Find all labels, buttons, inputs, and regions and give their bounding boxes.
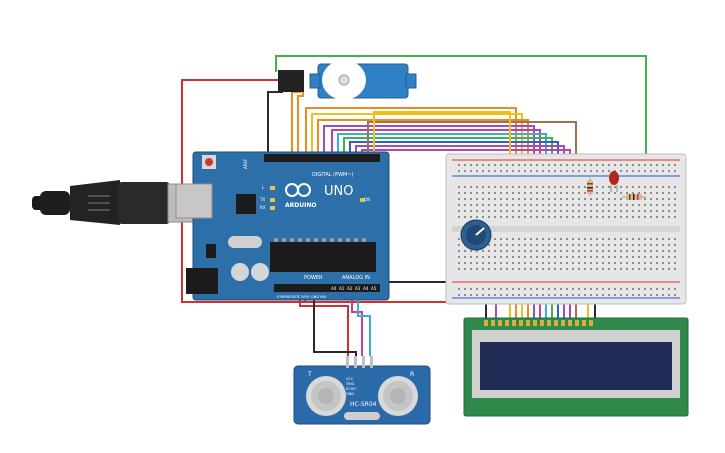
digital-header [264, 154, 380, 162]
aref-label: AREF [243, 158, 248, 169]
pin-a0-label: A0 [331, 286, 337, 291]
arduino-board[interactable]: ARDUINO UNO DIGITAL (PWM~) POWER ANALOG … [175, 151, 390, 301]
v5-label: 5V [305, 295, 310, 299]
sensor-pin-trig: TRIG [345, 382, 355, 386]
power-header-label: POWER [304, 275, 323, 281]
power-jack [186, 268, 218, 294]
rx-led [270, 206, 275, 210]
power-analog-header [274, 284, 380, 292]
sensor-model-label: HC-SR04 [350, 401, 377, 408]
breadboard-center-channel [452, 226, 680, 232]
capacitor-1 [231, 263, 249, 281]
wire-servo-signal [275, 55, 647, 188]
sensor-pin-vcc: VCC [346, 377, 354, 381]
wire-sensor-echo [357, 292, 371, 356]
usb-port [175, 183, 213, 219]
tx-led [270, 198, 275, 202]
sensor-pin-echo: ECHO [346, 387, 356, 391]
pin-a2-label: A2 [347, 286, 353, 291]
sensor-right-label: R [410, 371, 414, 378]
arduino-logo [285, 183, 311, 197]
pin-a3-label: A3 [355, 286, 361, 291]
servo-motor[interactable] [278, 60, 417, 100]
lcd-pin-header [484, 320, 593, 326]
pin-a5-label: A5 [371, 286, 377, 291]
breadboard [445, 153, 687, 305]
microcontroller-chip [270, 242, 376, 272]
sensor-pin-gnd: GND [346, 392, 354, 396]
usb-cable [32, 180, 201, 225]
breadboard-holes [458, 164, 676, 296]
potentiometer[interactable] [460, 219, 492, 251]
lcd-display [463, 317, 689, 417]
servo-connector [278, 70, 304, 92]
reset-label: RESET [287, 295, 299, 299]
l-label: L [262, 185, 265, 190]
sensor-crystal [344, 412, 380, 420]
resistor-1 [587, 178, 593, 196]
sensor-left-label: T [307, 371, 312, 378]
tx-label: TX [259, 197, 265, 202]
analog-header-label: ANALOG IN [342, 275, 370, 281]
ultrasonic-sensor[interactable]: T R VCC TRIG ECHO GND HC-SR04 [293, 356, 431, 425]
ioref-label: IOREF [277, 295, 287, 299]
on-label: ON [364, 197, 370, 202]
red-led [609, 171, 619, 192]
gnd-label: GND [311, 295, 319, 299]
arduino-model-label: UNO [324, 184, 353, 199]
wire-sensor-gnd [313, 290, 357, 356]
vin-label: VIN [320, 295, 326, 299]
pin-a4-label: A4 [363, 286, 369, 291]
arduino-brand-label: ARDUINO [285, 202, 316, 209]
regulator [206, 244, 216, 258]
wire-servo-gnd [267, 91, 283, 158]
usb-chip [236, 194, 256, 214]
l-led [270, 186, 275, 190]
v33-label: 3.3V [297, 295, 306, 299]
resistor-2 [622, 194, 646, 200]
on-led [360, 198, 365, 202]
capacitor-2 [251, 263, 269, 281]
digital-header-label: DIGITAL (PWM~) [312, 172, 354, 178]
wire-servo-orange-b [297, 86, 304, 158]
pin-a1-label: A1 [339, 286, 345, 291]
crystal [228, 236, 262, 248]
rx-label: RX [260, 205, 266, 210]
lcd-screen [480, 342, 672, 390]
